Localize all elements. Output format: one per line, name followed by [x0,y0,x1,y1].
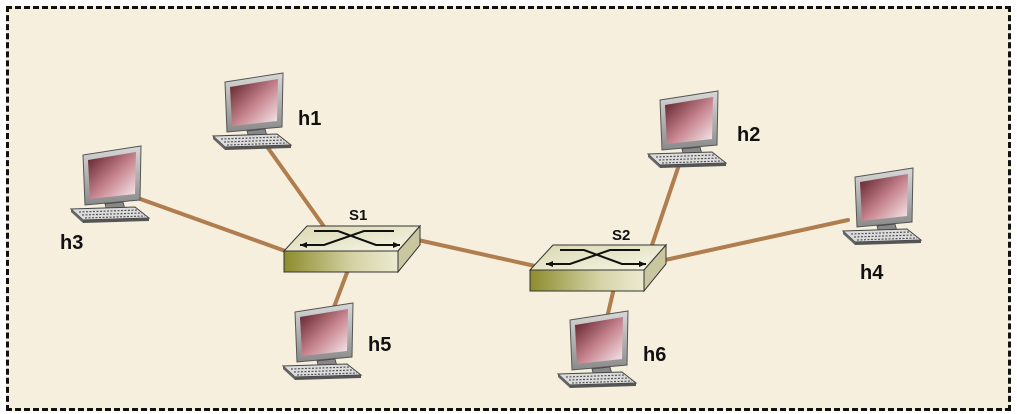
switch-s2-label: S2 [612,227,630,244]
host-h3-icon [70,145,150,224]
switch-s1-icon [283,225,421,273]
host-h6-icon [557,310,637,389]
link-h1-s1 [266,146,327,230]
host-h2-label: h2 [737,124,760,146]
link-h5-s1 [332,268,350,309]
link-s1-s2 [416,238,537,268]
switch-s2-icon [529,244,667,292]
switch-s1-label: S1 [349,207,367,224]
host-h4-label: h4 [860,262,884,284]
link-h2-s2 [649,154,684,250]
host-h5-icon [282,302,362,381]
diagram-frame [6,6,1011,411]
link-h3-s1 [130,194,290,254]
host-h5-label: h5 [368,334,391,356]
host-h1-label: h1 [298,108,321,130]
host-h6-label: h6 [643,344,666,366]
link-h4-s2 [663,218,850,262]
host-h2-icon [647,90,727,169]
host-h4-icon [842,167,922,246]
host-h1-icon [212,72,292,151]
host-h3-label: h3 [60,232,83,254]
